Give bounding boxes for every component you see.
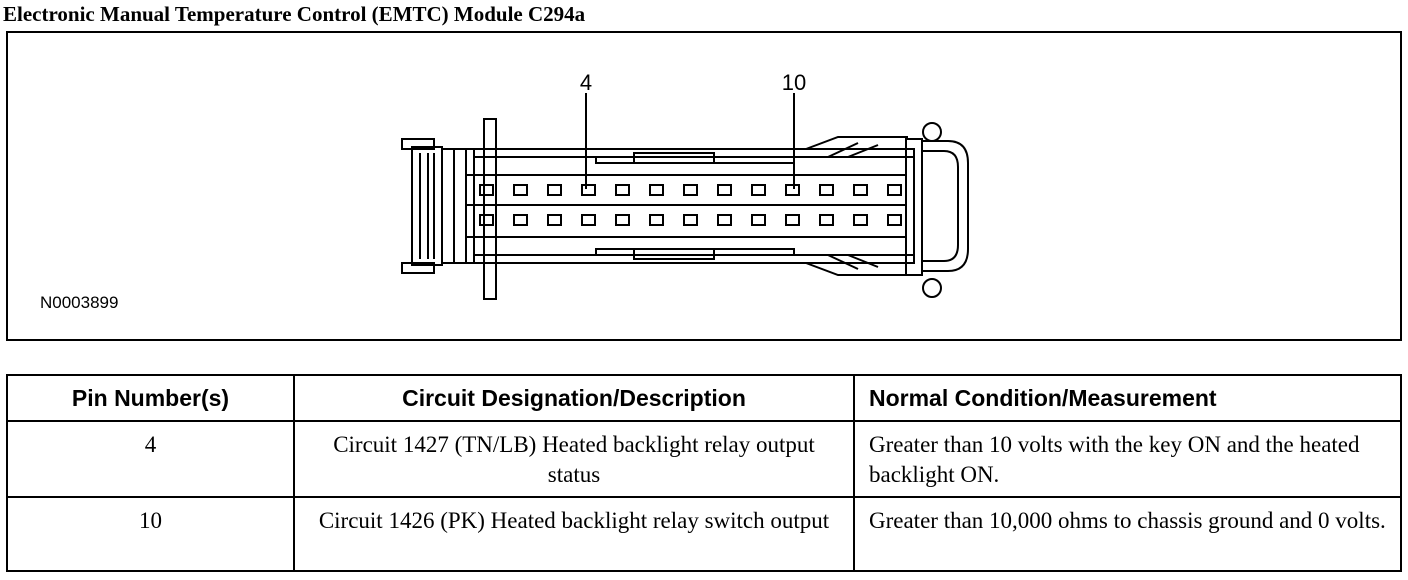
pin-cavity-top-1 — [479, 184, 494, 196]
right-latch-clip — [905, 138, 923, 276]
pin-cavity-top-11 — [819, 184, 834, 196]
circuit-cell: Circuit 1427 (TN/LB) Heated backlight re… — [293, 420, 855, 498]
condition-cell: Greater than 10,000 ohms to chassis grou… — [853, 496, 1402, 572]
pin-cavity-top-2 — [513, 184, 528, 196]
pin-cavity-top-9 — [751, 184, 766, 196]
pin-cell: 10 — [6, 496, 295, 572]
left-latch-tab-bottom — [401, 262, 435, 274]
pin-cavity-top-13 — [887, 184, 902, 196]
connector-figure: 4 10 N0003899 — [6, 31, 1402, 341]
pin-grid — [479, 184, 902, 226]
circuit-cell: Circuit 1426 (PK) Heated backlight relay… — [293, 496, 855, 572]
page-title: Electronic Manual Temperature Control (E… — [3, 2, 586, 26]
table-row: 10 Circuit 1426 (PK) Heated backlight re… — [6, 496, 1402, 572]
pin-10-callout: 10 — [782, 70, 806, 95]
locking-bar — [483, 118, 497, 300]
pin-cavity-bottom-4 — [581, 214, 596, 226]
connector-diagram: 4 10 — [401, 70, 969, 300]
pin-cavity-bottom-10 — [785, 214, 800, 226]
pin-4-callout: 4 — [580, 70, 592, 95]
pin-cavity-top-10 — [785, 184, 800, 196]
pin-cavity-top-8 — [717, 184, 732, 196]
pin-cavity-bottom-9 — [751, 214, 766, 226]
table-header-row: Pin Number(s) Circuit Designation/Descri… — [6, 374, 1402, 422]
pin-cell: 4 — [6, 420, 295, 498]
mounting-eye-top — [922, 122, 942, 142]
left-latch-tab-top — [401, 138, 435, 150]
figure-id: N0003899 — [40, 293, 119, 312]
header-pin-number: Pin Number(s) — [6, 374, 295, 422]
pin-cavity-top-7 — [683, 184, 698, 196]
pin-cavity-top-4 — [581, 184, 596, 196]
left-latch — [411, 146, 443, 266]
pin-cavity-bottom-2 — [513, 214, 528, 226]
pin-cavity-bottom-7 — [683, 214, 698, 226]
pin-cavity-top-12 — [853, 184, 868, 196]
pin-cavity-top-6 — [649, 184, 664, 196]
pin-cavity-top-3 — [547, 184, 562, 196]
pin-table: Pin Number(s) Circuit Designation/Descri… — [6, 374, 1402, 572]
header-circuit: Circuit Designation/Description — [293, 374, 855, 422]
pin-cavity-bottom-3 — [547, 214, 562, 226]
pin-cavity-bottom-12 — [853, 214, 868, 226]
condition-cell: Greater than 10 volts with the key ON an… — [853, 420, 1402, 498]
header-condition: Normal Condition/Measurement — [853, 374, 1402, 422]
mounting-eye-bottom — [922, 278, 942, 298]
pin-cavity-bottom-6 — [649, 214, 664, 226]
pin-cavity-bottom-1 — [479, 214, 494, 226]
pin-cavity-bottom-11 — [819, 214, 834, 226]
table-row: 4 Circuit 1427 (TN/LB) Heated backlight … — [6, 420, 1402, 498]
pin-cavity-bottom-13 — [887, 214, 902, 226]
pin-cavity-bottom-8 — [717, 214, 732, 226]
pin-cavity-bottom-5 — [615, 214, 630, 226]
pin-cavity-top-5 — [615, 184, 630, 196]
right-latch-arm — [922, 140, 969, 272]
